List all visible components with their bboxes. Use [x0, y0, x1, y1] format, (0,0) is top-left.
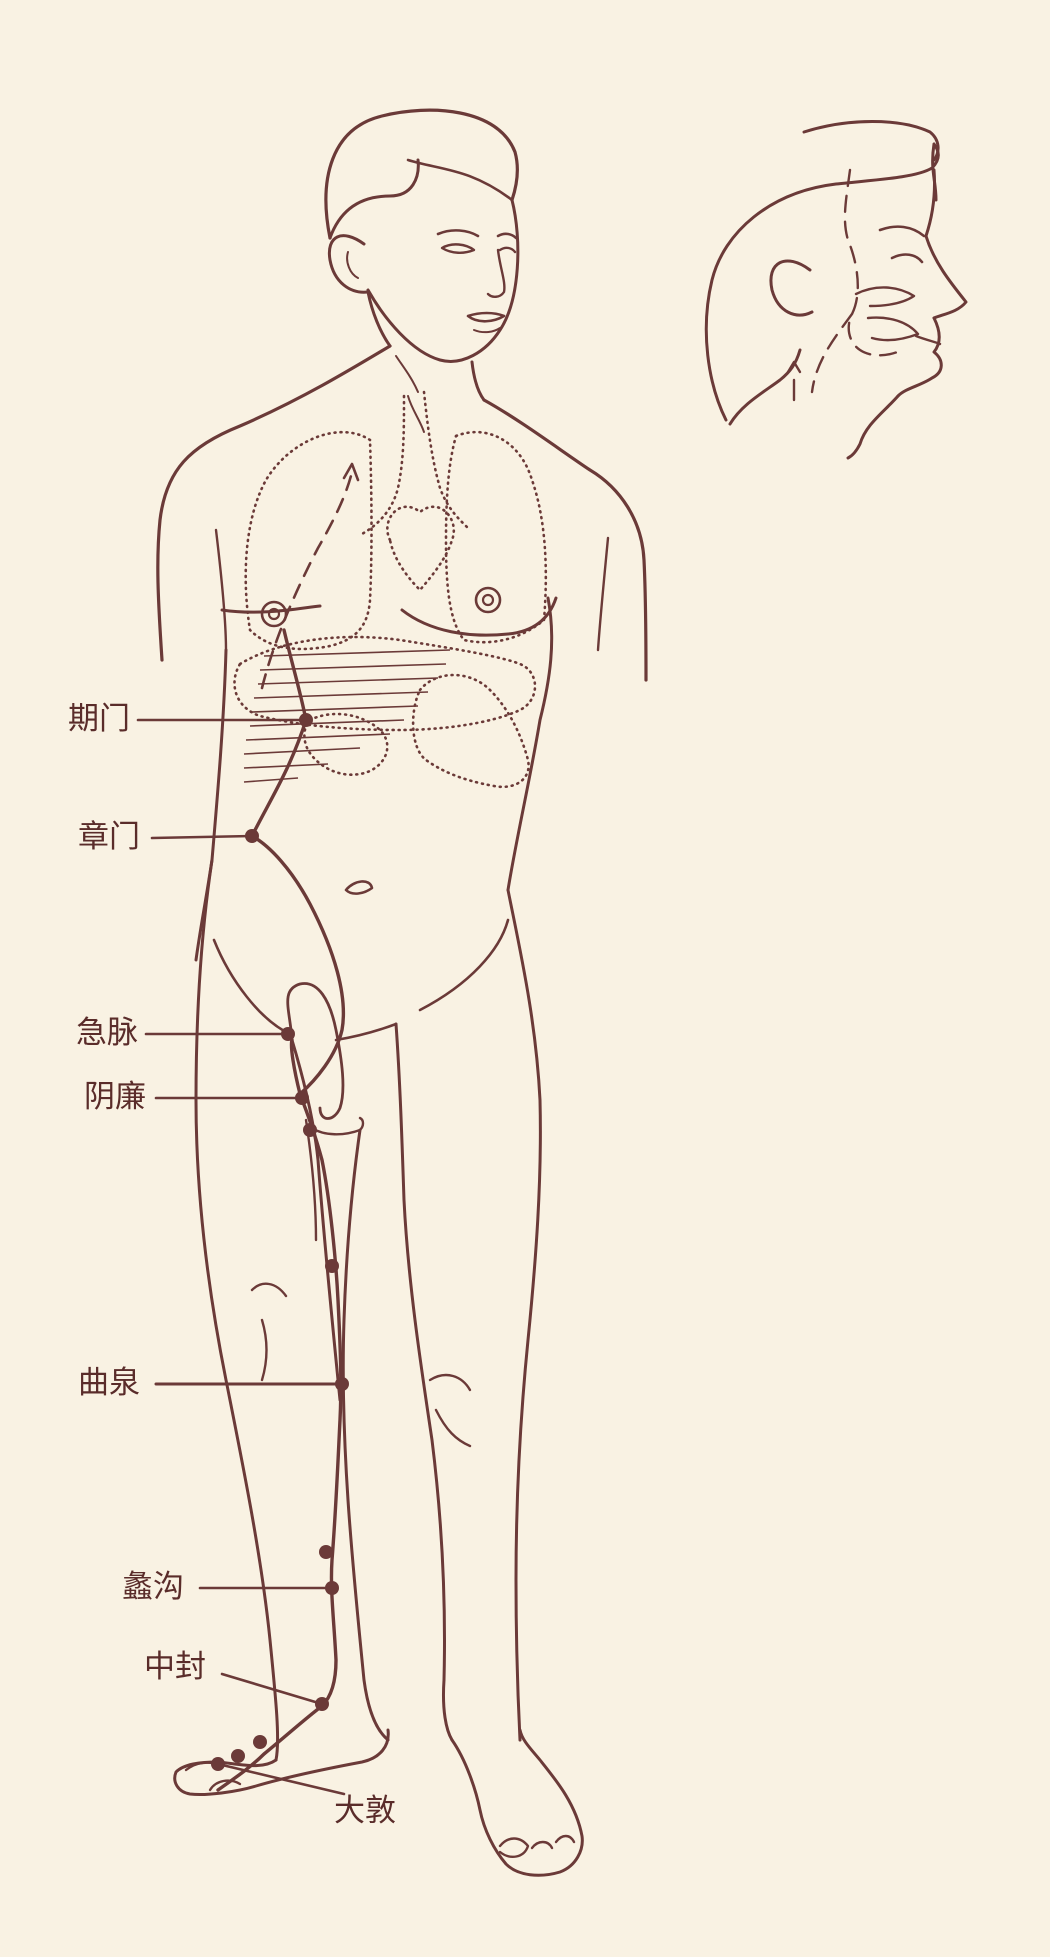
point-dot-zuwuli: [303, 1123, 317, 1137]
label-zhongfeng: 中封: [144, 1649, 206, 1685]
figure-legs: [194, 858, 542, 1762]
label-dadun: 大敦: [334, 1793, 396, 1829]
label-ququan: 曲泉: [78, 1365, 140, 1401]
internal-organs: [233, 390, 548, 789]
label-zhangmen: 章门: [78, 819, 140, 855]
label-ligou: 蠡沟: [122, 1569, 184, 1605]
leader-zhongfeng: [220, 1672, 324, 1706]
figure-torso: [156, 290, 648, 1042]
point-dot-taichong: [253, 1735, 267, 1749]
point-dot-yinbao: [325, 1259, 339, 1273]
leader-zhangmen: [150, 834, 254, 840]
hatched-liver-region: [243, 649, 451, 783]
point-dot-xingjian: [231, 1749, 245, 1763]
label-yinlian: 阴廉: [84, 1079, 146, 1115]
chest-arrow: [342, 462, 360, 482]
point-dot-zhongdu: [319, 1545, 333, 1559]
liver-meridian-path: [216, 628, 346, 1792]
label-qimen: 期门: [68, 701, 130, 737]
label-leader-lines: [136, 718, 346, 1796]
leader-dadun: [216, 1762, 346, 1796]
figure-head: [324, 108, 520, 363]
chest-dashed-path: [260, 470, 354, 690]
label-jimai: 急脉: [76, 1015, 138, 1051]
profile-head: [704, 120, 968, 460]
acupoint-markers: [211, 713, 349, 1771]
